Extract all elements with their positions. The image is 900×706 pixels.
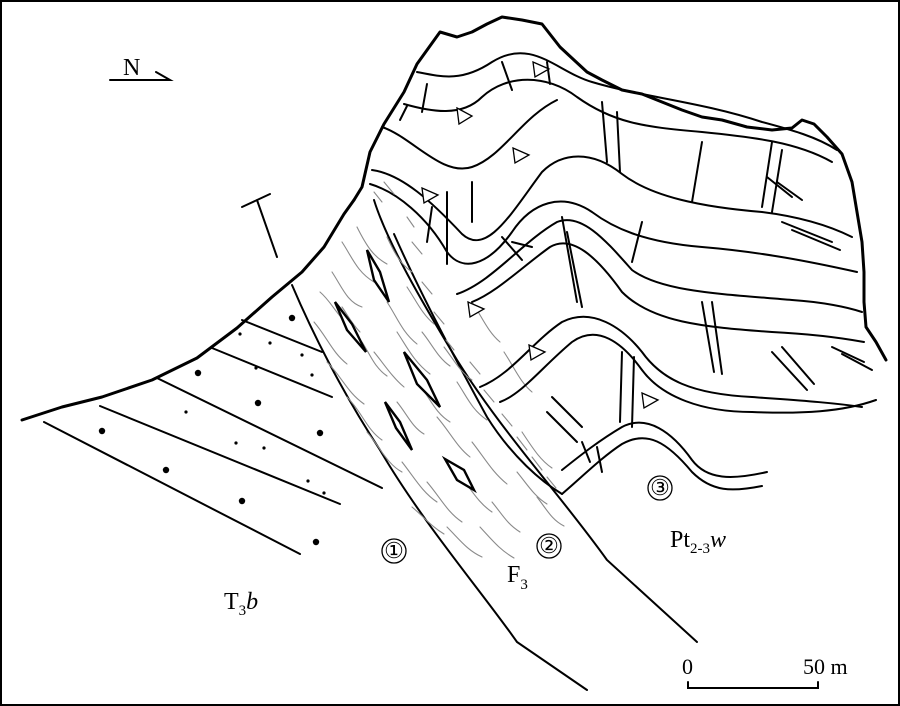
breccia-lens-3 bbox=[402, 351, 442, 408]
scale-bar: 0 50 m bbox=[682, 654, 848, 689]
breccia-lens-4 bbox=[383, 401, 414, 451]
t3b-slope-outline bbox=[20, 198, 356, 422]
fault-breccia-zone bbox=[291, 199, 698, 691]
bedding-line-1 bbox=[43, 421, 301, 555]
marker-2-label: ② bbox=[539, 533, 559, 558]
marker-3-circle bbox=[647, 475, 673, 501]
scale-start-label: 0 bbox=[682, 654, 693, 679]
fault-hatch bbox=[373, 181, 557, 489]
cross-joints bbox=[399, 61, 873, 473]
fault-zone-boundary-2 bbox=[373, 199, 698, 643]
breccia-triangles bbox=[421, 60, 660, 410]
bedding-line-5 bbox=[241, 319, 323, 353]
marker-1-label: ① bbox=[384, 538, 404, 563]
dip-symbol bbox=[241, 193, 278, 258]
marker-2-circle bbox=[536, 533, 562, 559]
massif-top-outline bbox=[352, 15, 888, 362]
sandstone-dots bbox=[98, 314, 326, 546]
bedding-line-4 bbox=[211, 347, 333, 398]
scale-end-label: 50 m bbox=[803, 654, 848, 679]
marker-1-circle bbox=[381, 538, 407, 564]
fault-zone-left-boundary bbox=[291, 284, 588, 691]
north-label: N bbox=[123, 55, 140, 81]
north-arrow: N bbox=[109, 55, 174, 81]
scale-bar-line bbox=[687, 681, 819, 689]
fault-zone-boundary-3 bbox=[393, 233, 563, 495]
marker-3-label: ③ bbox=[650, 475, 670, 500]
breccia-fabric bbox=[313, 226, 565, 559]
marker-2: ② bbox=[536, 533, 562, 559]
bedding-line-3 bbox=[156, 377, 383, 489]
pt-label: Pt2-3w bbox=[670, 527, 726, 557]
breccia-lens-2 bbox=[333, 301, 368, 353]
dip-strike-icon bbox=[241, 193, 278, 258]
breccia-lens-1 bbox=[365, 249, 391, 303]
t3b-label: T3b bbox=[224, 589, 258, 619]
marker-1: ① bbox=[381, 538, 407, 564]
fault-label: F3 bbox=[507, 562, 528, 593]
breccia-lens-5 bbox=[441, 455, 477, 494]
folded-massif-unit bbox=[352, 15, 888, 495]
north-arrow-icon bbox=[109, 71, 174, 81]
marker-3: ③ bbox=[647, 475, 673, 501]
fold-layers bbox=[369, 52, 877, 495]
bedding-line-2 bbox=[99, 405, 341, 505]
t3b-sediment-unit bbox=[20, 198, 383, 555]
